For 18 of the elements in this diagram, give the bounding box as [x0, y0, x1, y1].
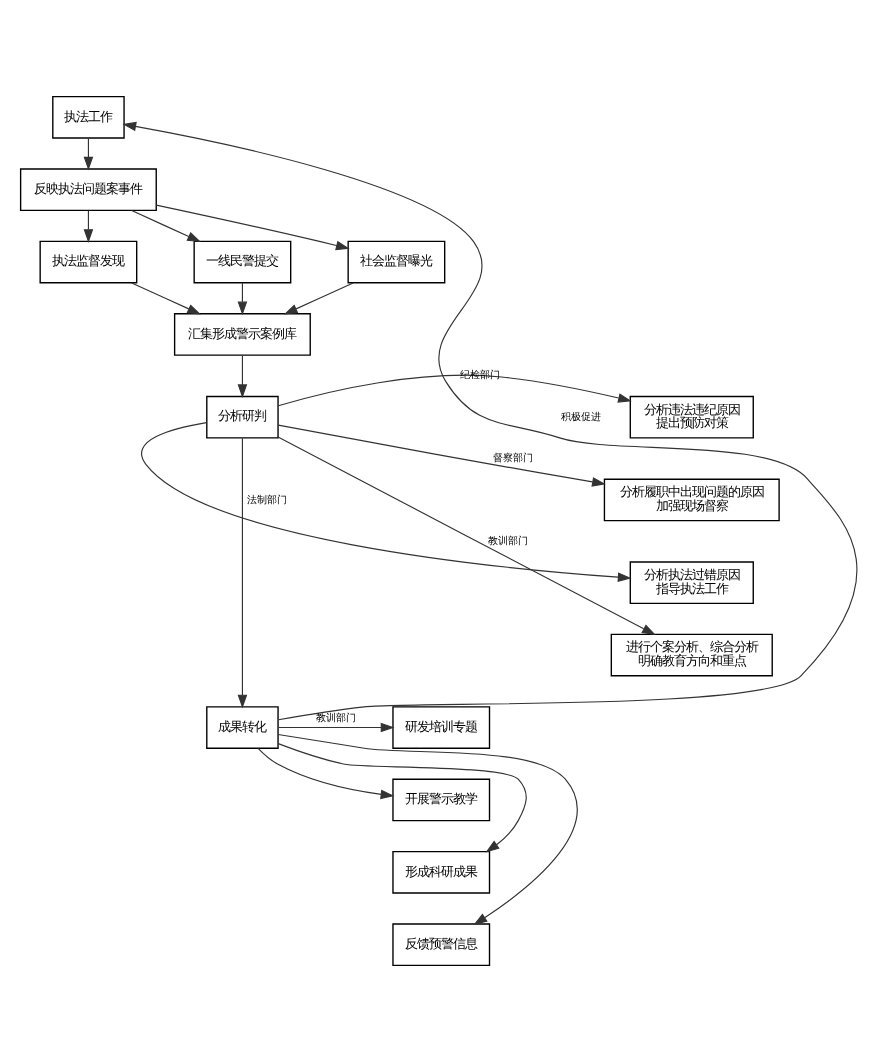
- arrow: [277, 374, 632, 407]
- arrow: [83, 137, 94, 171]
- arrow: [83, 210, 94, 243]
- arrow: [122, 121, 858, 721]
- arrow: [257, 747, 395, 800]
- arrow: [283, 282, 354, 315]
- arrow: [141, 422, 632, 582]
- arrow: [277, 424, 606, 487]
- arrow: [131, 282, 202, 315]
- arrow: [277, 743, 527, 853]
- arrow: [237, 282, 248, 316]
- arrow: [237, 354, 248, 399]
- arrow: [277, 722, 395, 733]
- arrow: [277, 436, 656, 636]
- arrow: [277, 733, 578, 925]
- arrow: [131, 209, 202, 243]
- arrow: [155, 204, 350, 251]
- arrow: [237, 437, 248, 709]
